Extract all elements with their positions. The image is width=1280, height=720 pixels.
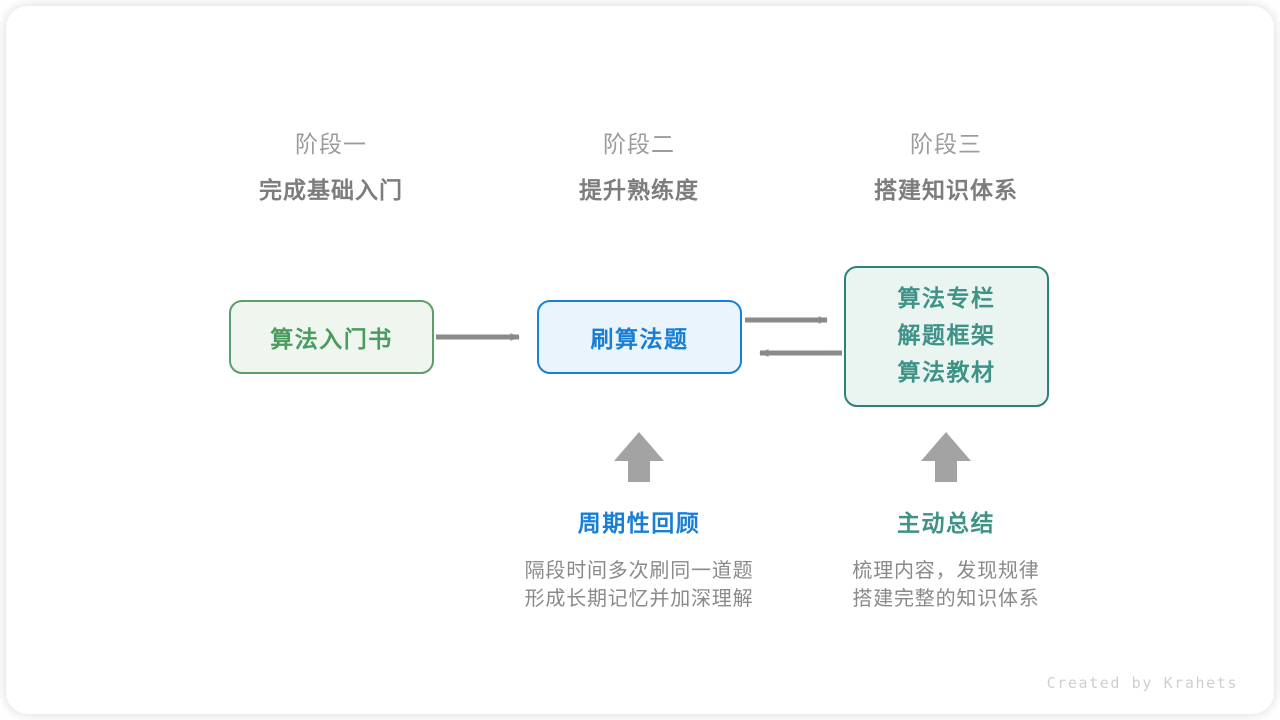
phase-title: 提升熟练度 bbox=[579, 178, 699, 204]
node-practice-problems[interactable]: 刷算法题 bbox=[537, 300, 742, 374]
note-periodic-review: 周期性回顾 隔段时间多次刷同一道题 形成长期记忆并加深理解 bbox=[489, 509, 789, 612]
credit-text: Created by Krahets bbox=[1046, 674, 1238, 692]
node-line: 算法专栏 bbox=[897, 286, 996, 312]
node-learning-resources[interactable]: 算法专栏 解题框架 算法教材 bbox=[844, 266, 1049, 407]
phase-heading-1: 阶段一 完成基础入门 bbox=[201, 128, 461, 208]
node-line: 刷算法题 bbox=[590, 327, 689, 353]
note-title: 周期性回顾 bbox=[577, 511, 701, 537]
phase-heading-2: 阶段二 提升熟练度 bbox=[509, 128, 769, 208]
note-body-line-1: 隔段时间多次刷同一道题 bbox=[524, 558, 754, 582]
phase-title: 搭建知识体系 bbox=[874, 178, 1018, 204]
note-body-line-1: 梳理内容，发现规律 bbox=[852, 558, 1040, 582]
note-title: 主动总结 bbox=[897, 511, 995, 537]
phase-title: 完成基础入门 bbox=[259, 178, 403, 204]
phase-index-label: 阶段二 bbox=[603, 132, 675, 158]
node-line: 解题框架 bbox=[897, 323, 996, 349]
note-body-line-2: 形成长期记忆并加深理解 bbox=[524, 586, 754, 610]
phase-index-label: 阶段一 bbox=[295, 132, 367, 158]
node-line: 算法教材 bbox=[897, 360, 996, 386]
node-algorithm-intro-book[interactable]: 算法入门书 bbox=[229, 300, 434, 374]
phase-index-label: 阶段三 bbox=[910, 132, 982, 158]
note-body-line-2: 搭建完整的知识体系 bbox=[852, 586, 1040, 610]
node-line: 算法入门书 bbox=[270, 327, 393, 353]
phase-heading-3: 阶段三 搭建知识体系 bbox=[816, 128, 1076, 208]
note-active-summary: 主动总结 梳理内容，发现规律 搭建完整的知识体系 bbox=[796, 509, 1096, 612]
up-arrow-to-resources bbox=[921, 432, 971, 482]
up-arrow-to-practice bbox=[614, 432, 664, 482]
